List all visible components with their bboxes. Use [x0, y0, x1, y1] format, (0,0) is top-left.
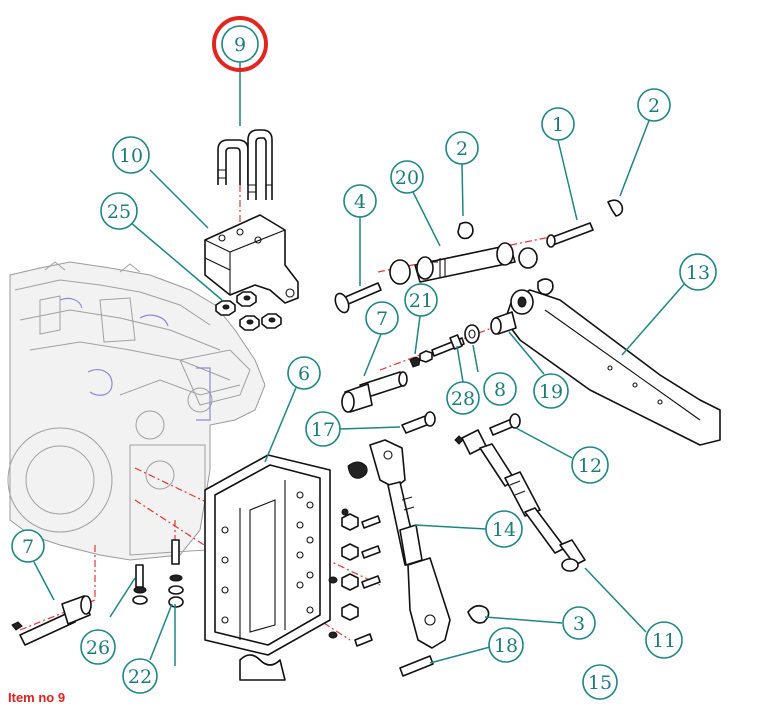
callout-4[interactable]: 4: [343, 184, 377, 218]
bolt-28: [409, 334, 465, 368]
callout-10-label: 10: [119, 145, 143, 167]
callout-14[interactable]: 14: [485, 510, 523, 548]
exploded-view-svg: 9 10 25 4 20 2 1 2 13 21 7 28: [7, 16, 721, 700]
callout-6-label: 6: [298, 363, 310, 385]
callout-3[interactable]: 3: [562, 606, 596, 640]
callout-13-label: 13: [686, 262, 710, 284]
pin-7-lower: [11, 595, 92, 646]
item-caption: Item no 9: [8, 690, 66, 705]
callout-7-upper[interactable]: 7: [365, 301, 399, 335]
bolt-12: [489, 413, 521, 436]
pin-7-upper: [341, 371, 408, 413]
bushing-19: [490, 311, 517, 335]
callout-1[interactable]: 1: [541, 107, 575, 141]
callout-15[interactable]: 15: [582, 664, 618, 700]
nuts-25: [215, 291, 282, 331]
callout-18-label: 18: [494, 635, 518, 657]
callout-21-label: 21: [409, 290, 433, 312]
callout-20[interactable]: 20: [390, 160, 424, 194]
washer-8: [464, 324, 480, 344]
stabilizer-11: [454, 429, 586, 572]
callout-3-label: 3: [573, 613, 585, 635]
frame-bolts: [328, 508, 381, 647]
callout-21[interactable]: 21: [404, 283, 438, 317]
callout-19-label: 19: [539, 381, 563, 403]
callout-8-label: 8: [494, 379, 506, 401]
lower-link-13: [504, 278, 721, 446]
clip-3: [347, 461, 490, 624]
callout-7-lower-label: 7: [22, 536, 34, 558]
callout-17[interactable]: 17: [305, 411, 341, 447]
highlight-ring: [212, 16, 268, 72]
callout-25[interactable]: 25: [100, 192, 138, 230]
callout-26-label: 26: [86, 637, 110, 659]
callout-26[interactable]: 26: [80, 629, 116, 665]
bottom-partial-parts: [239, 654, 434, 681]
callout-20-label: 20: [395, 167, 419, 189]
callout-9[interactable]: 9: [212, 16, 268, 72]
callout-2-right-label: 2: [648, 95, 660, 117]
callout-1-label: 1: [552, 114, 564, 136]
callout-8[interactable]: 8: [483, 372, 517, 406]
callout-4-label: 4: [354, 191, 366, 213]
callout-2-center[interactable]: 2: [445, 131, 479, 165]
callout-12[interactable]: 12: [571, 446, 609, 484]
top-link-14: [369, 439, 451, 649]
callout-11-label: 11: [652, 630, 676, 652]
callout-7-lower[interactable]: 7: [11, 529, 45, 563]
callout-19[interactable]: 19: [533, 373, 569, 409]
callout-18[interactable]: 18: [488, 627, 524, 663]
callout-2-right[interactable]: 2: [637, 88, 671, 122]
callout-11[interactable]: 11: [645, 621, 683, 659]
callout-14-label: 14: [492, 519, 516, 541]
callout-28[interactable]: 28: [446, 381, 480, 415]
callout-28-label: 28: [451, 388, 475, 410]
bolt-17: [401, 411, 436, 434]
callout-10[interactable]: 10: [112, 136, 150, 174]
leader-lines: [33, 62, 687, 666]
frame-6: [204, 454, 331, 656]
callout-12-label: 12: [578, 455, 602, 477]
callout-15-label: 15: [588, 672, 612, 694]
callout-13[interactable]: 13: [679, 253, 717, 291]
mounting-bracket: [204, 214, 299, 304]
callout-22[interactable]: 22: [122, 658, 158, 694]
callout-2-center-label: 2: [456, 138, 468, 160]
callout-6[interactable]: 6: [287, 356, 321, 390]
parts-diagram: 9 10 25 4 20 2 1 2 13 21 7 28: [7, 16, 721, 700]
callout-22-label: 22: [128, 666, 152, 688]
callout-9-label: 9: [234, 34, 246, 56]
u-bolt-assembly: [217, 129, 273, 200]
callout-25-label: 25: [107, 201, 131, 223]
pin-1: [546, 199, 624, 248]
cross-shaft-20: [389, 221, 538, 285]
tractor-rear-housing: [7, 261, 266, 561]
callout-7-upper-label: 7: [376, 308, 388, 330]
pin-4: [334, 282, 382, 314]
callout-17-label: 17: [311, 419, 335, 441]
